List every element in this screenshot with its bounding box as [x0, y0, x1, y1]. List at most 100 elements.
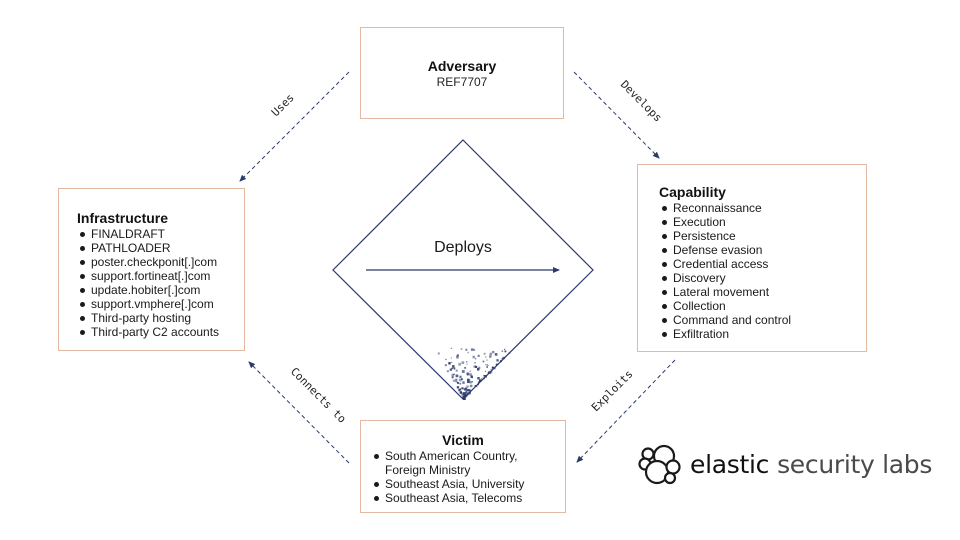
scatter-dot — [489, 370, 493, 374]
scatter-dot — [456, 381, 458, 383]
scatter-dot — [480, 378, 482, 380]
scatter-dot — [460, 348, 463, 350]
scatter-dot — [492, 350, 495, 354]
scatter-dot — [501, 350, 504, 352]
scatter-dot — [483, 377, 485, 380]
scatter-dot — [482, 360, 485, 363]
scatter-dot — [451, 362, 453, 363]
scatter-dot — [453, 367, 456, 370]
scatter-dot — [459, 375, 462, 378]
scatter-dot — [475, 385, 478, 388]
deploys-label: Deploys — [434, 239, 492, 256]
elastic-cluster-icon — [638, 444, 681, 485]
develops-label: Develops — [618, 78, 665, 125]
scatter-dot — [483, 375, 485, 377]
scatter-dot — [496, 359, 499, 362]
scatter-dot — [451, 376, 454, 379]
scatter-dot — [479, 380, 481, 382]
scatter-dot — [466, 361, 468, 363]
logo-brand-bold: elastic — [690, 449, 770, 479]
scatter-dot — [469, 370, 471, 372]
scatter-dot — [466, 363, 468, 365]
list-item: Southeast Asia, University — [371, 477, 565, 491]
uses-arrow — [239, 71, 350, 182]
scatter-dot — [457, 382, 459, 384]
scatter-dot — [490, 368, 492, 371]
scatter-dot — [461, 370, 465, 373]
scatter-dot — [484, 370, 487, 372]
scatter-dot — [464, 366, 467, 369]
scatter-dot — [459, 390, 462, 393]
scatter-dot — [470, 348, 474, 351]
list-item: Third-party C2 accounts — [77, 325, 244, 339]
scatter-dot — [483, 352, 486, 355]
list-item: Collection — [659, 299, 866, 313]
adversary-title: Adversary — [427, 57, 497, 74]
scatter-dot — [455, 380, 457, 383]
scatter-dot — [463, 392, 466, 395]
victim-title: Victim — [442, 432, 484, 448]
scatter-dot — [462, 392, 464, 394]
scatter-dot — [437, 352, 440, 355]
scatter-dot — [465, 386, 468, 389]
exploits-arrow — [576, 359, 676, 463]
victim-node: Victim South American Country, Foreign M… — [360, 420, 566, 513]
scatter-dot — [477, 377, 480, 380]
scatter-dot — [446, 370, 449, 373]
adversary-subtitle: REF7707 — [436, 74, 488, 89]
scatter-dot — [449, 368, 452, 371]
list-item: Persistence — [659, 229, 866, 243]
scatter-dot — [450, 347, 452, 349]
scatter-dot — [504, 350, 507, 353]
scatter-dot — [456, 386, 460, 389]
scatter-dot — [467, 378, 470, 382]
scatter-dot — [477, 354, 480, 357]
scatter-dot — [463, 387, 466, 390]
scatter-dot — [470, 375, 473, 378]
scatter-dot — [502, 356, 505, 360]
scatter-dot — [464, 393, 466, 395]
scatter-dot — [461, 378, 463, 381]
capability-title: Capability — [659, 184, 726, 200]
scatter-dot — [456, 354, 459, 357]
list-item: Exfiltration — [659, 327, 866, 341]
scatter-dot — [485, 356, 487, 358]
scatter-dot — [461, 392, 465, 396]
list-item: Lateral movement — [659, 285, 866, 299]
scatter-dot — [462, 381, 465, 384]
list-item: Discovery — [659, 271, 866, 285]
list-item: Defense evasion — [659, 243, 866, 257]
scatter-dot — [452, 379, 456, 382]
scatter-dot — [461, 394, 463, 396]
scatter-dot — [508, 352, 511, 354]
scatter-dot — [485, 364, 487, 366]
scatter-dot — [466, 393, 469, 396]
list-item: FINALDRAFT — [77, 227, 244, 241]
list-item: Reconnaissance — [659, 201, 866, 215]
scatter-dot — [469, 373, 472, 376]
scatter-dot — [469, 381, 472, 384]
scatter-dot — [459, 382, 462, 385]
scatter-dot — [478, 381, 480, 383]
list-item: Southeast Asia, Telecoms — [371, 491, 565, 505]
scatter-dot — [479, 379, 482, 382]
scatter-dot — [468, 392, 470, 395]
scatter-dot — [484, 375, 487, 378]
list-item: Third-party hosting — [77, 311, 244, 325]
scatter-dot — [464, 394, 467, 398]
scatter-dot — [487, 372, 489, 374]
scatter-dot — [468, 389, 471, 392]
scatter-dot — [459, 388, 462, 390]
scatter-dot — [477, 383, 479, 386]
scatter-dot — [472, 355, 475, 359]
list-item: South American Country, Foreign Ministry — [371, 449, 535, 477]
victim-list: South American Country, Foreign Ministry… — [371, 449, 565, 505]
scatter-dot — [451, 367, 453, 370]
scatter-dot — [486, 364, 488, 366]
scatter-dot — [469, 384, 473, 388]
list-item: PATHLOADER — [77, 241, 244, 255]
scatter-dot — [465, 348, 468, 351]
scatter-dot — [461, 361, 465, 364]
scatter-dot — [465, 391, 468, 394]
